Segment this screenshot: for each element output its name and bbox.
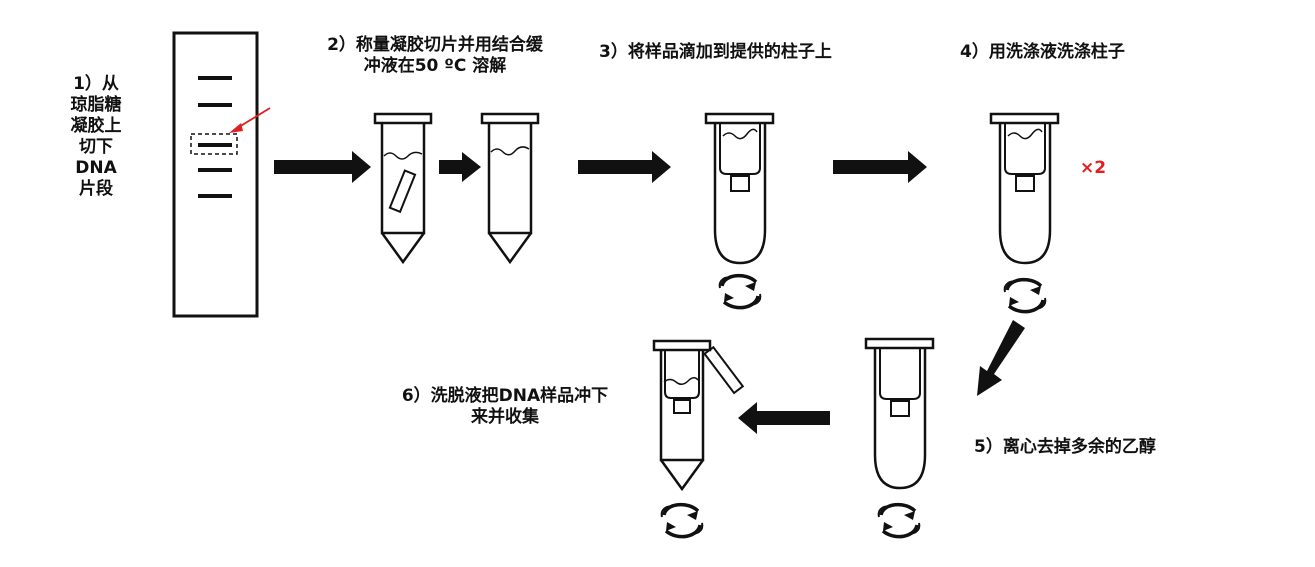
tube-dissolved [480,112,540,265]
step-5-label: 5）离心去掉多余的乙醇 [974,437,1156,458]
step-1-line: 片段 [79,179,113,199]
step-3-line: 3）将样品滴加到提供的柱子上 [599,42,832,62]
spin-column-wash [989,112,1060,314]
agarose-gel [172,31,271,318]
step-1-line: 切下 [79,137,113,157]
arrow-2-to-3 [578,151,671,183]
step-1-line: DNA [75,158,117,178]
excision-box [190,133,238,155]
tube-with-gel-slice [373,112,433,265]
arrow-3-to-4 [833,151,927,183]
spin-column-load [704,112,775,310]
step-1-label: 1）从 琼脂糖 凝胶上 切下 DNA 片段 [55,74,137,200]
step-6-line: 6）洗脱液把DNA样品冲下 [401,386,609,406]
step-4-line: 4）用洗涤液洗涤柱子 [960,42,1125,62]
collection-tube-elute [652,339,745,539]
step-5-line: 5）离心去掉多余的乙醇 [974,437,1156,457]
step-4-label: 4）用洗涤液洗涤柱子 [960,42,1125,63]
step-2-line: 冲液在50 ºC 溶解 [363,56,507,76]
step-2-label: 2）称量凝胶切片并用结合缓 冲液在50 ºC 溶解 [290,35,580,77]
step-2-line: 2）称量凝胶切片并用结合缓 [327,35,543,55]
arrow-4-to-5 [977,320,1025,396]
arrow-2a-to-2b [439,152,481,182]
step-6-line: 来并收集 [471,407,539,427]
step-1-line: 1）从 [73,74,119,94]
arrow-1-to-2 [274,151,371,183]
spin-column-dry [864,337,935,539]
step-1-line: 琼脂糖 [70,95,122,115]
arrow-5-to-6 [738,402,830,434]
step-1-line: 凝胶上 [70,116,122,136]
step-6-label: 6）洗脱液把DNA样品冲下 来并收集 [370,386,640,428]
step-3-label: 3）将样品滴加到提供的柱子上 [599,42,832,63]
wash-repeat-label: ×2 [1080,158,1107,178]
